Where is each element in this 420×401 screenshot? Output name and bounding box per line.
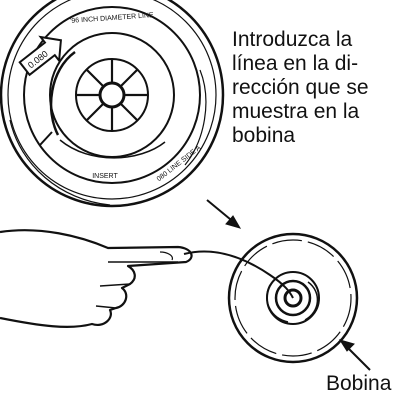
spool-closeup [0,0,225,208]
spool-small [227,232,359,364]
rim-text-right: 080 LINE SIDE A [156,144,203,183]
hand [0,229,193,328]
direction-arrow-badge: 0.080 [18,35,62,77]
pointer-arrow [206,199,242,229]
rim-text-top: '96 INCH DIAMETER LINE [70,12,154,25]
instruction-text: Introduzca la línea en la di- rección qu… [232,28,369,147]
callout-label-bobina: Bobina [326,372,392,395]
callout-arrow [338,339,371,371]
spool-spokes [76,59,148,131]
rim-text-bottom: INSERT [92,173,118,180]
